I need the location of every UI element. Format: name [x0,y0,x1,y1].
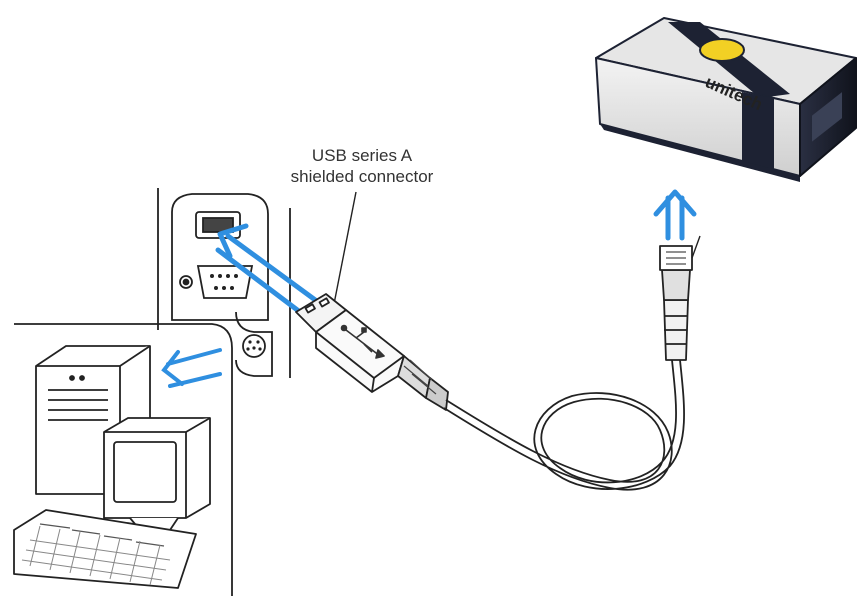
callout-leader-line [334,192,356,304]
arrow-to-computer [164,350,220,386]
callout-line-2: shielded connector [262,166,462,187]
rj-connector [660,236,700,360]
serial-port [180,266,252,298]
callout-line-1: USB series A [262,145,462,166]
monitor [104,418,210,530]
usb-cable [444,360,684,490]
pc-back-panel [158,188,290,378]
trigger-button [700,39,744,61]
ps2-port [236,312,272,376]
usb-connector-callout: USB series A shielded connector [262,145,462,187]
usb-plug [296,294,448,410]
arrow-to-scanner [656,192,694,238]
